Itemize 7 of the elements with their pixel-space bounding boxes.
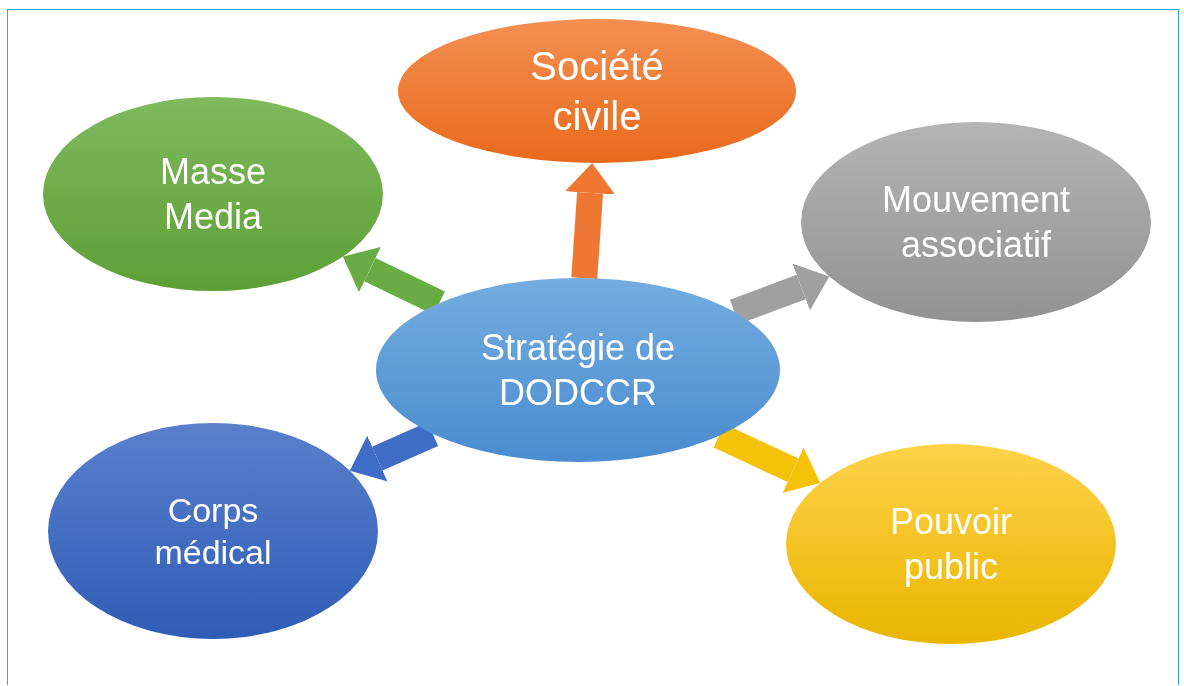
node-label: Corps médical [153, 489, 273, 573]
node-label: Société civile [529, 43, 665, 140]
node-label: Pouvoir public [888, 500, 1014, 589]
node-label: Mouvement associatif [880, 178, 1072, 267]
node-label: Masse Media [159, 150, 267, 239]
block-arrow [565, 163, 615, 279]
node-label: Stratégie de DODCCR [479, 326, 677, 415]
